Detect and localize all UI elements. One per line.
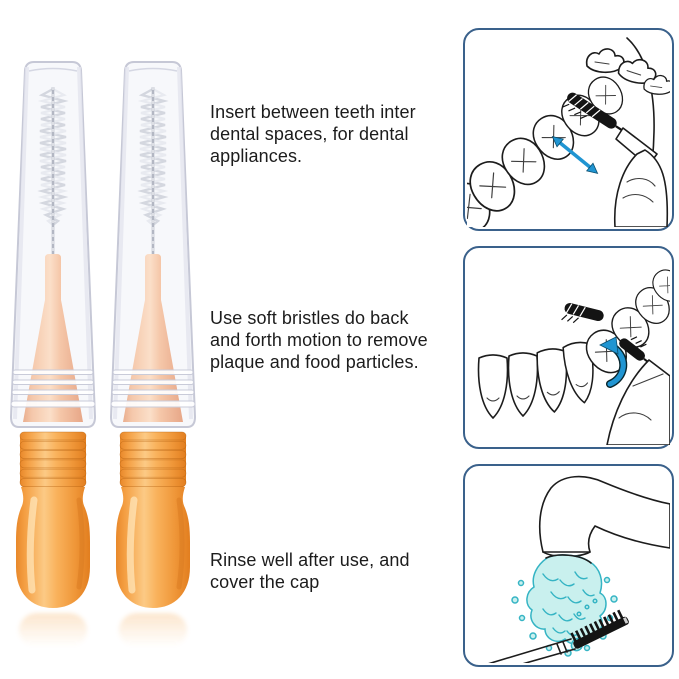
- step-text-line: Use soft bristles do back: [210, 308, 409, 328]
- step-text-line: and forth motion to remove: [210, 330, 428, 350]
- diagram-panel-rinse: [463, 464, 674, 667]
- rinse-brush-icon: [488, 598, 629, 663]
- rotation-arrow-icon: [599, 336, 628, 388]
- step-text-line: Rinse well after use, and: [210, 550, 410, 570]
- diagram-panel-motion: [463, 246, 674, 449]
- step-text-line: Insert between teeth inter: [210, 102, 416, 122]
- instruction-step-3: Rinse well after use, and cover the cap: [210, 549, 462, 593]
- hand-icon: [606, 359, 670, 445]
- faucet-icon: [538, 475, 670, 558]
- insertion-double-arrow-icon: [551, 136, 599, 174]
- insert-diagram-icon: [467, 37, 670, 227]
- instruction-step-1: Insert between teeth inter dental spaces…: [210, 101, 462, 167]
- motion-diagram-icon: [477, 264, 670, 445]
- step-text-line: dental spaces, for dental: [210, 124, 409, 144]
- interdental-brush-2-image: [103, 55, 203, 655]
- instruction-step-2: Use soft bristles do back and forth moti…: [210, 307, 462, 373]
- step-text-line: appliances.: [210, 146, 303, 166]
- step-text-line: cover the cap: [210, 572, 320, 592]
- step-text-line: plaque and food particles.: [210, 352, 419, 372]
- hand-icon: [613, 149, 669, 227]
- rinse-diagram-icon: [488, 475, 670, 663]
- interdental-brush-1-image: [3, 55, 103, 655]
- diagram-panel-insert: [463, 28, 674, 231]
